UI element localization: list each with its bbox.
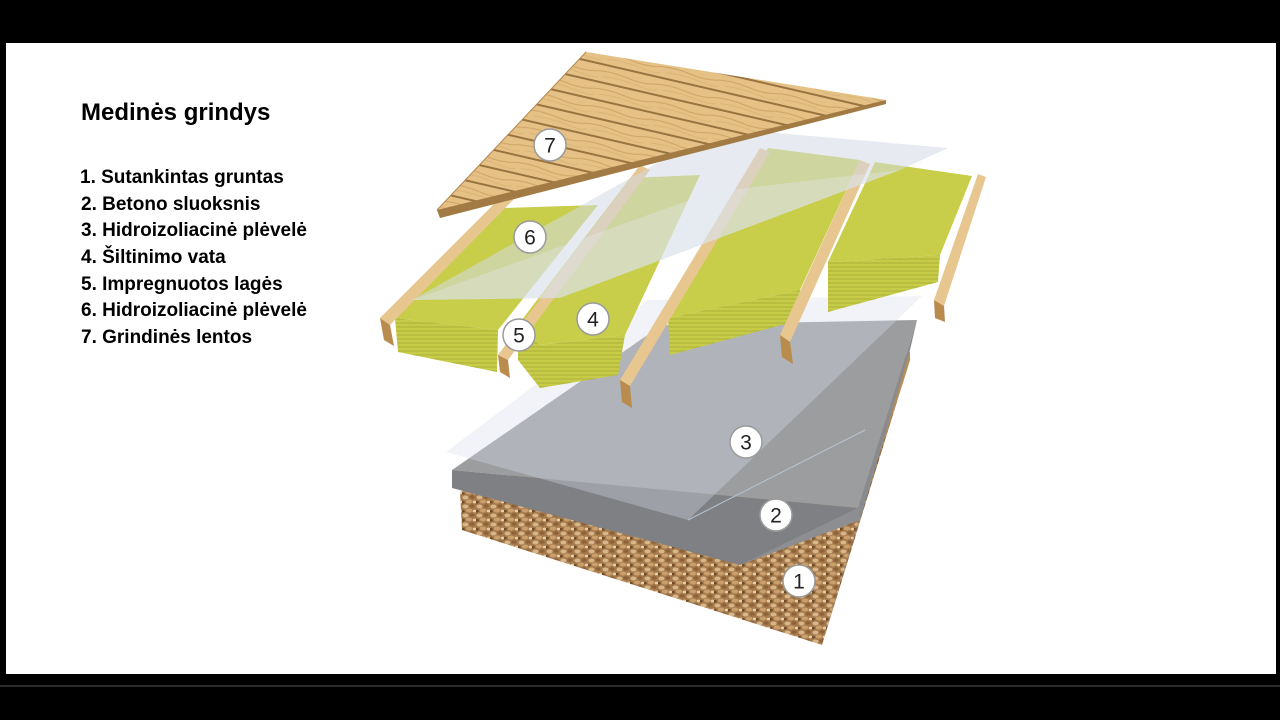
legend-item-6: 6. Hidroizoliacinė plėvelė bbox=[81, 300, 307, 322]
diagram-title: Medinės grindys bbox=[81, 99, 271, 126]
marker-6: 6 bbox=[513, 220, 547, 254]
marker-4: 4 bbox=[576, 302, 610, 336]
legend-item-1: 1. Sutankintas gruntas bbox=[80, 167, 284, 188]
legend-item-3: 3. Hidroizoliacinė plėvelė bbox=[81, 220, 307, 242]
marker-1: 1 bbox=[782, 564, 816, 598]
floor-layers-diagram: 7 6 5 4 3 2 1 bbox=[380, 51, 986, 645]
marker-4-number: 4 bbox=[587, 309, 599, 332]
floorboards-layer bbox=[436, 51, 886, 218]
marker-2: 2 bbox=[759, 498, 793, 532]
marker-3: 3 bbox=[729, 425, 763, 459]
legend-item-5: 5. Impregnuotos lagės bbox=[81, 273, 283, 295]
marker-6-number: 6 bbox=[524, 227, 536, 250]
bottom-divider-line bbox=[0, 685, 1280, 687]
lower-film-layer bbox=[446, 296, 922, 521]
marker-7: 7 bbox=[533, 128, 567, 162]
marker-5-number: 5 bbox=[513, 325, 525, 348]
marker-2-number: 2 bbox=[770, 505, 782, 528]
concrete-layer bbox=[452, 320, 917, 565]
marker-1-number: 1 bbox=[793, 571, 805, 594]
marker-3-number: 3 bbox=[740, 432, 752, 455]
slide: Medinės grindys 1. Sutankintas gruntas 2… bbox=[6, 43, 1276, 674]
upper-film-layer bbox=[412, 128, 948, 300]
marker-5: 5 bbox=[502, 318, 536, 352]
bottom-black-bar bbox=[0, 674, 1280, 720]
legend-item-4: 4. Šiltinimo vata bbox=[81, 247, 226, 269]
layer-legend: 1. Sutankintas gruntas 2. Betono sluoksn… bbox=[80, 165, 307, 352]
legend-item-2: 2. Betono sluoksnis bbox=[81, 193, 261, 215]
legend-item-7: 7. Grindinės lentos bbox=[81, 327, 253, 349]
marker-7-number: 7 bbox=[544, 135, 556, 158]
